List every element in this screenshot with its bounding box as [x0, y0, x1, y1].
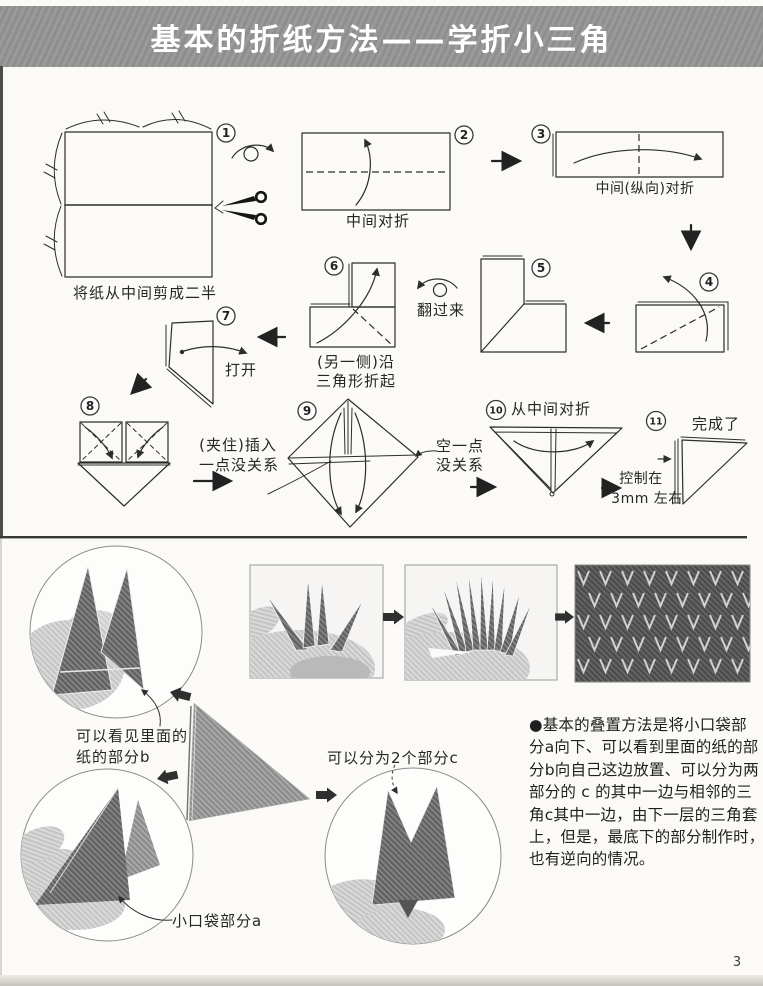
step-1-diagram: 1 将纸从中间剪成二半: [43, 110, 275, 302]
step-5-number: 5: [531, 258, 551, 278]
step-6-caption-line2: 三角形折起: [316, 372, 396, 390]
svg-text:11: 11: [649, 417, 662, 428]
paragraph-line: 分b向自己这边放置、可以分为两: [529, 760, 759, 779]
step-9-diagram: 9 空一点 没关系: [267, 398, 498, 528]
photo-flow-arrow-icon: [383, 609, 404, 625]
step-8-number: 8: [80, 396, 100, 416]
step-11-diagram: 11 完成了: [645, 410, 748, 505]
step-10-diagram: 10 从中间对折 控制在 3mm 左右: [485, 399, 683, 507]
step-10-note-line1: 控制在: [619, 471, 663, 487]
svg-text:5: 5: [537, 261, 545, 275]
step-11-caption: 完成了: [692, 415, 740, 433]
step-6-diagram: 6 翻过来 (另一侧)沿 三角形折起: [256, 256, 465, 390]
step-11-number: 11: [645, 410, 667, 432]
step-10-number: 10: [485, 399, 507, 421]
svg-text:4: 4: [705, 275, 713, 289]
page-title: 基本的折纸方法——学折小三角: [150, 22, 613, 58]
step-3-diagram: 3 中间(纵向)对折: [531, 124, 724, 252]
scan-bottom-shadow: [0, 975, 763, 986]
arrow-to-circle-a-icon: [155, 767, 180, 787]
svg-text:1: 1: [222, 126, 230, 140]
arrow-down-left-icon: [130, 372, 153, 395]
step-6-number: 6: [324, 256, 344, 276]
step-1-caption: 将纸从中间剪成二半: [73, 284, 217, 302]
photo-step-3-texture: [574, 564, 751, 683]
step-2-diagram: 2 中间对折: [301, 125, 523, 230]
step-9-note-line2: 没关系: [436, 456, 484, 474]
paragraph-line: 分a向下、可以看到里面的纸的部: [529, 738, 759, 757]
photo-flow-arrow-icon: [555, 610, 574, 624]
flip-over-label: 翻过来: [417, 301, 465, 319]
paragraph-line: ●基本的叠置方法是将小口袋部: [529, 716, 747, 734]
instruction-paragraph: ●基本的叠置方法是将小口袋部 分a向下、可以看到里面的纸的部 分b向自己这边放置…: [529, 714, 763, 871]
svg-text:2: 2: [460, 128, 468, 142]
page-header-banner: 基本的折纸方法——学折小三角: [0, 6, 763, 67]
label-part-b-line2: 纸的部分b: [76, 748, 151, 766]
arrow-to-circle-c-icon: [316, 787, 337, 803]
step-8-note-line1: (夹住)插入: [199, 436, 277, 454]
svg-text:9: 9: [303, 404, 311, 418]
scan-edge-artifact-light: [0, 538, 2, 975]
paragraph-line: 角c其中一边，由下一层的三角套: [529, 805, 758, 824]
section-divider: [0, 536, 747, 539]
step-6-caption-line1: (另一侧)沿: [317, 353, 395, 371]
page-number: 3: [733, 955, 741, 970]
step-1-number: 1: [216, 123, 236, 143]
paragraph-line: 上，但是，最底下的部分制作时，: [529, 828, 763, 847]
step-9-note-line1: 空一点: [436, 437, 484, 455]
step-5-diagram: 5: [480, 255, 567, 353]
detail-circle-part-c: 可以分为2个部分c: [324, 749, 502, 945]
flip-over-icon: [416, 278, 458, 298]
step-7-caption: 打开: [225, 361, 257, 379]
step-8-note-line2: 一点没关系: [199, 456, 279, 474]
step-8-diagram: 8 (夹住)插入 一点没关系: [77, 396, 279, 507]
detail-circle-part-a: 小口袋部分a: [20, 768, 262, 942]
svg-text:6: 6: [330, 259, 338, 273]
scissors-icon: [214, 190, 268, 226]
rotate-icon: [231, 143, 275, 162]
step-2-caption: 中间对折: [346, 212, 410, 230]
step-4-diagram: 4: [583, 272, 729, 353]
label-part-c: 可以分为2个部分c: [327, 749, 459, 767]
step-10-caption: 从中间对折: [511, 400, 591, 418]
step-4-number: 4: [699, 272, 719, 292]
svg-text:3: 3: [537, 127, 545, 141]
step-3-number: 3: [531, 124, 551, 144]
svg-text:7: 7: [222, 309, 230, 323]
triangle-unit-photo: [186, 702, 311, 822]
step-9-number: 9: [297, 401, 317, 421]
label-part-a: 小口袋部分a: [172, 912, 262, 930]
step-7-number: 7: [216, 306, 236, 326]
svg-text:8: 8: [86, 399, 94, 413]
step-3-caption: 中间(纵向)对折: [596, 181, 695, 197]
step-10-note-line2: 3mm 左右: [611, 491, 683, 507]
photo-step-1: [249, 564, 384, 679]
svg-text:10: 10: [489, 406, 503, 417]
step-7-diagram: 7 打开: [130, 306, 257, 408]
scan-edge-artifact: [0, 66, 3, 538]
paragraph-line: 部分的 c 的其中一边与相邻的三: [529, 783, 753, 802]
label-part-b-line1: 可以看见里面的: [76, 727, 188, 745]
paragraph-line: 也有逆向的情况。: [529, 850, 655, 869]
step-2-number: 2: [454, 125, 474, 145]
photo-step-2: [404, 564, 558, 681]
detail-circle-part-b: 可以看见里面的 纸的部分b: [29, 545, 203, 766]
